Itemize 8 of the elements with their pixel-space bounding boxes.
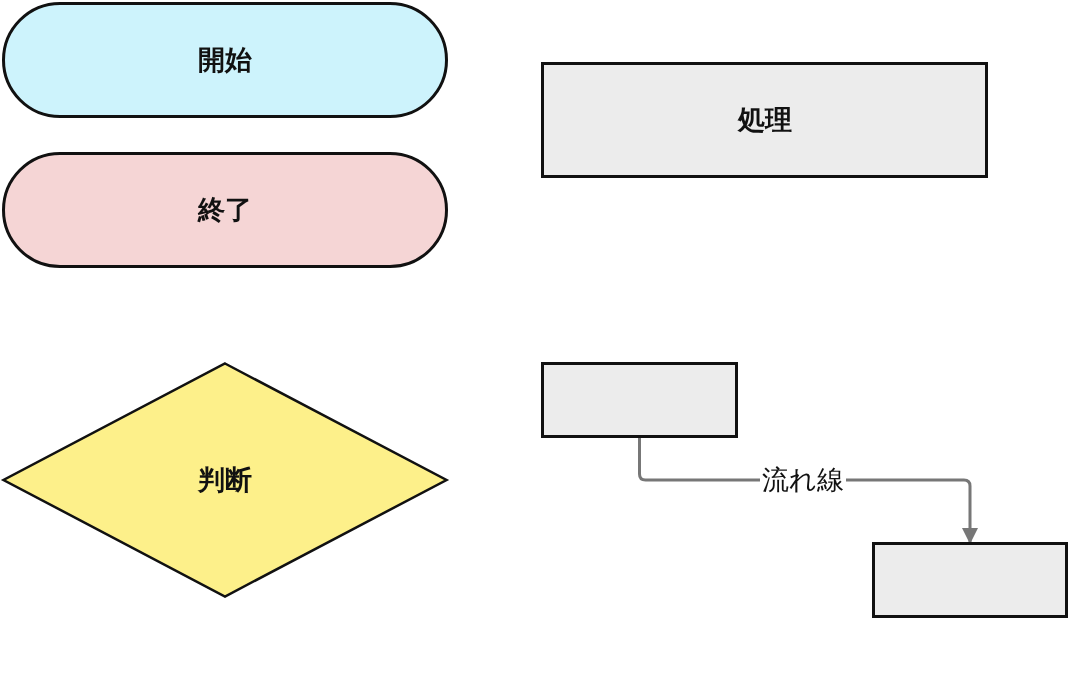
node-label: 判断 [198,463,252,497]
node-label: 終了 [198,193,252,227]
process-box [541,62,988,178]
empty-box [541,362,738,438]
decision-diamond [2,362,448,598]
node-label: 処理 [737,103,792,137]
empty-box [872,542,1068,618]
node-label: 開始 [198,43,252,77]
